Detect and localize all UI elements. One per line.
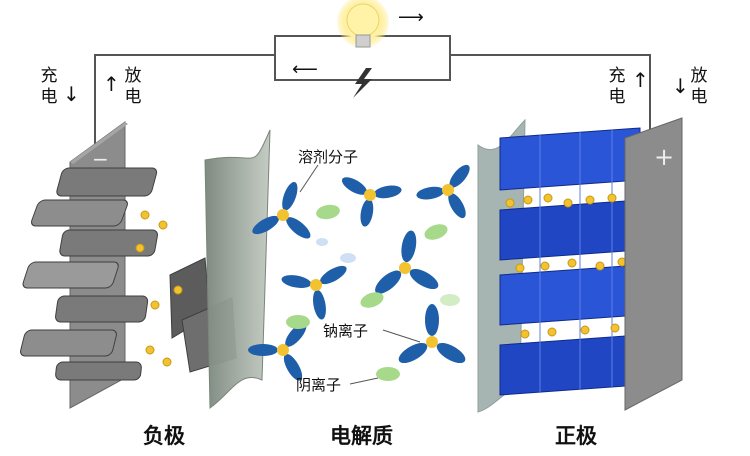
solvent-molecules (248, 164, 470, 381)
arrow-up-left: ↑ (103, 72, 120, 96)
discharge-label-right: 放电 (690, 66, 708, 107)
arrow-up-right: ↑ (632, 68, 649, 92)
electrolyte-label: 电解质 (330, 424, 393, 448)
lightning-bolt-icon (353, 68, 372, 98)
solvent-molecule-label: 溶剂分子 (298, 148, 359, 166)
anode-label: 负极 (143, 424, 185, 448)
positive-electrode-plate (624, 117, 683, 411)
cathode-layers (499, 127, 641, 396)
pointer-lines (299, 164, 421, 385)
graphite-layers (20, 167, 237, 381)
arrow-right-top: ⟶ (398, 7, 424, 28)
discharge-label-left: 放电 (124, 66, 142, 107)
arrow-down-left: ↓ (63, 82, 80, 106)
negative-sign: − (92, 147, 109, 171)
left-separator (204, 129, 271, 409)
positive-sign: + (654, 143, 675, 171)
light-bulb-icon (337, 0, 389, 48)
sodium-ion-label: 钠离子 (323, 322, 369, 340)
anion-label: 阴离子 (296, 376, 342, 394)
anions (286, 204, 460, 381)
graphite-sodium-ions (135, 210, 183, 367)
cathode-sodium-ions (505, 193, 627, 339)
arrow-left-bottom: ⟵ (292, 59, 318, 80)
charge-label-left: 充电 (40, 66, 58, 107)
charge-label-right: 充电 (608, 66, 626, 107)
cathode-label: 正极 (555, 424, 597, 448)
arrow-down-right: ↓ (672, 74, 689, 98)
